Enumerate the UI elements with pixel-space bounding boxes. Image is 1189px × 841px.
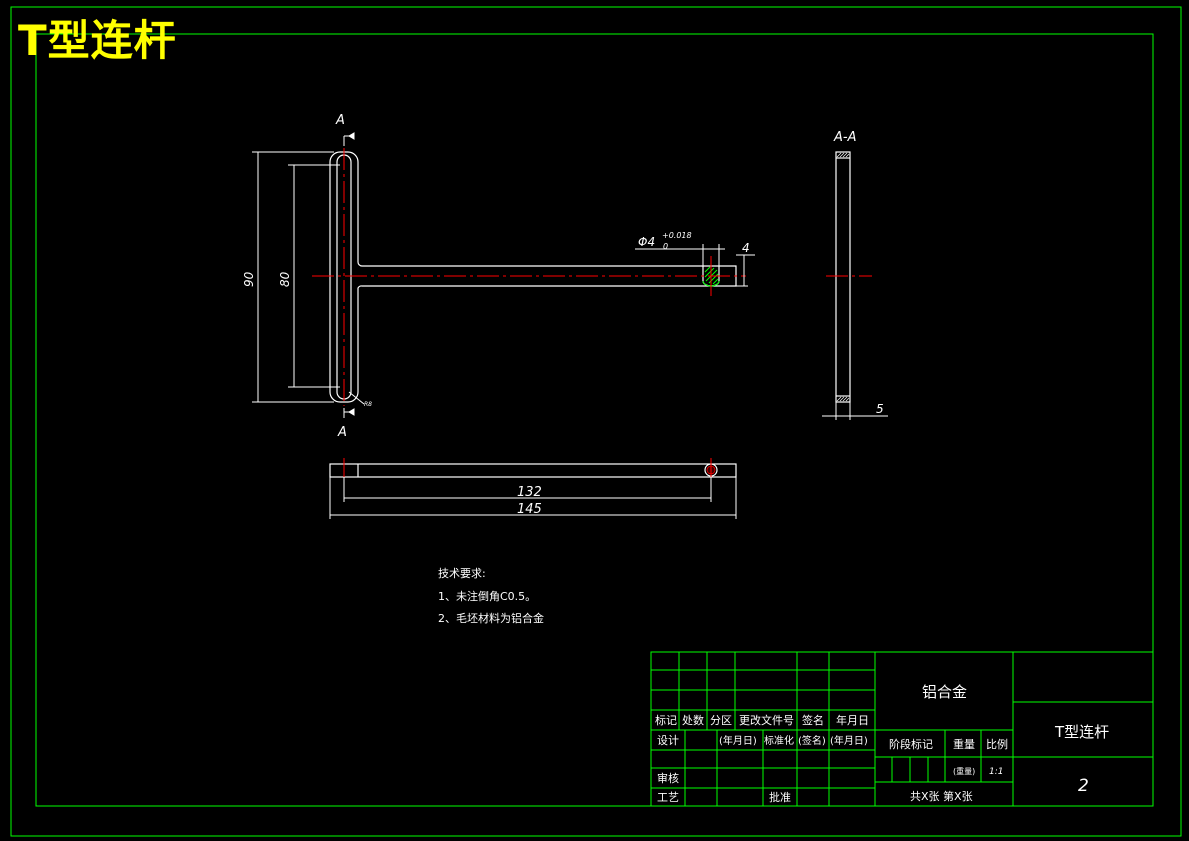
dim-slot-length: 80	[278, 271, 292, 287]
centerlines	[312, 148, 746, 406]
dim-radius: R8	[364, 401, 372, 408]
main-view	[329, 151, 737, 403]
dim-overall-height: 90	[242, 271, 256, 287]
tb-header-count: 处数	[682, 714, 704, 727]
section-view	[835, 151, 851, 403]
tb-design-date: (年月日)	[719, 734, 757, 747]
dim-hole-tol-lower: 0	[663, 242, 668, 251]
tb-process: 工艺	[657, 791, 679, 804]
t-outline	[329, 151, 737, 403]
tb-review: 审核	[657, 771, 679, 785]
dim-hole-diameter: Φ4	[638, 235, 655, 249]
tech-item-1: 1、未注倒角C0.5。	[438, 589, 536, 603]
tb-header-signature: 签名	[802, 713, 824, 727]
tb-header-date: 年月日	[836, 713, 869, 727]
tb-sheet-info: 共X张 第X张	[910, 789, 973, 803]
tb-weight: 重量	[953, 737, 975, 751]
tb-design: 设计	[657, 734, 679, 747]
bottom-view	[329, 463, 737, 478]
tb-header-mark: 标记	[655, 713, 677, 727]
section-marker-top: A	[335, 113, 345, 128]
dim-overall-length: 145	[517, 502, 542, 517]
title-block-grid	[650, 651, 1154, 807]
tb-approve: 批准	[769, 790, 791, 804]
tb-header-zone: 分区	[710, 714, 732, 727]
tb-material: 铝合金	[922, 683, 967, 701]
section-view-label: A-A	[833, 130, 856, 145]
section-thickness-dim	[822, 402, 888, 420]
slot	[336, 154, 352, 400]
dim-hole-offset: 4	[742, 241, 750, 255]
hole-dimensions	[635, 244, 755, 287]
tb-scale: 比例	[986, 737, 1008, 751]
tb-standardize: 标准化	[764, 734, 794, 747]
inner-frame	[35, 33, 1154, 807]
tb-standardize-date: (年月日)	[830, 734, 868, 747]
radius-leader	[348, 391, 365, 405]
tb-scale-value: 1:1	[989, 767, 1003, 777]
tb-stage-mark: 阶段标记	[889, 737, 933, 751]
tb-standardize-sign: (签名)	[798, 734, 826, 747]
dim-hole-tol-upper: +0.018	[662, 231, 692, 240]
bottom-dimensions	[329, 477, 737, 519]
tb-drawing-no: 2	[1078, 776, 1089, 796]
tb-part-name: T型连杆	[1054, 723, 1109, 741]
tech-item-2: 2、毛坯材料为铝合金	[438, 611, 544, 625]
dim-thickness: 5	[876, 402, 884, 416]
vertical-dimensions	[252, 151, 340, 403]
section-marker-bottom: A	[337, 425, 347, 440]
section-hatching	[836, 152, 850, 402]
tech-heading: 技术要求:	[438, 567, 486, 580]
drawing-title: T型连杆	[18, 16, 177, 65]
dim-hole-distance: 132	[517, 485, 542, 500]
bottom-centerlines	[343, 458, 712, 482]
tb-weight-value: (重量)	[953, 766, 975, 776]
tb-header-change-doc: 更改文件号	[739, 713, 794, 727]
section-arrows	[343, 132, 355, 418]
outer-frame	[10, 6, 1182, 837]
